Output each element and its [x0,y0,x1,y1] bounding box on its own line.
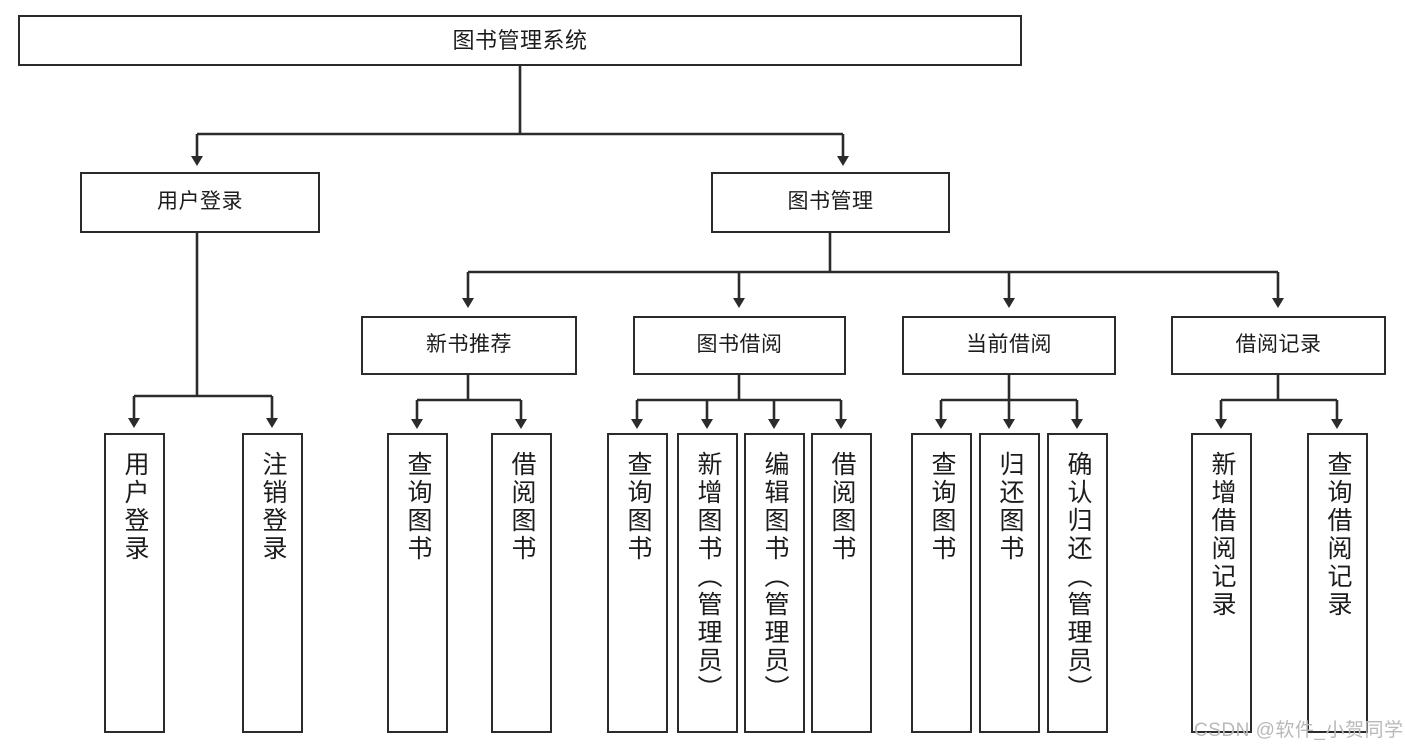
node-label: 图书管理系统 [452,27,588,53]
node-label: 借阅图书 [508,451,536,563]
node-borrow-record[interactable]: 借阅记录 [1171,316,1386,375]
node-label: 借阅记录 [1235,333,1322,357]
node-current-borrow[interactable]: 当前借阅 [902,316,1116,375]
node-label: 新书推荐 [426,333,512,357]
leaf-edit-book-admin[interactable]: 编辑图书（管理员） [744,433,805,733]
node-label: 查询借阅记录 [1324,451,1352,619]
leaf-query-borrow-record[interactable]: 查询借阅记录 [1307,433,1368,733]
node-label: 用户登录 [157,190,243,214]
node-label: 图书借阅 [696,333,783,357]
leaf-borrow-book-recommend[interactable]: 借阅图书 [491,433,552,733]
leaf-confirm-return-admin[interactable]: 确认归还（管理员） [1047,433,1108,733]
node-label: 新增借阅记录 [1208,451,1236,619]
leaf-add-book-admin[interactable]: 新增图书（管理员） [677,433,738,733]
leaf-query-book-current[interactable]: 查询图书 [911,433,972,733]
node-label: 确认归还（管理员） [1064,451,1092,703]
leaf-borrow-book[interactable]: 借阅图书 [811,433,872,733]
node-label: 新增图书（管理员） [694,451,722,703]
leaf-add-borrow-record[interactable]: 新增借阅记录 [1191,433,1252,733]
node-label: 归还图书 [996,451,1024,563]
node-label: 注销登录 [259,451,287,563]
node-label: 查询图书 [624,451,652,563]
node-label: 借阅图书 [828,451,856,563]
node-label: 查询图书 [928,451,956,563]
node-label: 图书管理 [787,190,874,214]
node-label: 用户登录 [121,451,149,563]
node-label: 当前借阅 [966,333,1052,357]
node-root-system[interactable]: 图书管理系统 [18,15,1022,66]
leaf-return-book[interactable]: 归还图书 [979,433,1040,733]
node-book-borrow[interactable]: 图书借阅 [633,316,846,375]
node-label: 编辑图书（管理员） [761,451,789,703]
node-book-management[interactable]: 图书管理 [711,172,950,233]
node-new-book-recommend[interactable]: 新书推荐 [361,316,577,375]
leaf-user-login[interactable]: 用户登录 [104,433,165,733]
node-label: 查询图书 [404,451,432,563]
leaf-query-book-borrow[interactable]: 查询图书 [607,433,668,733]
csdn-watermark: CSDN @软件_小贺同学 [1194,720,1404,741]
leaf-query-book-recommend[interactable]: 查询图书 [387,433,448,733]
node-user-login[interactable]: 用户登录 [80,172,320,233]
leaf-logout[interactable]: 注销登录 [242,433,303,733]
